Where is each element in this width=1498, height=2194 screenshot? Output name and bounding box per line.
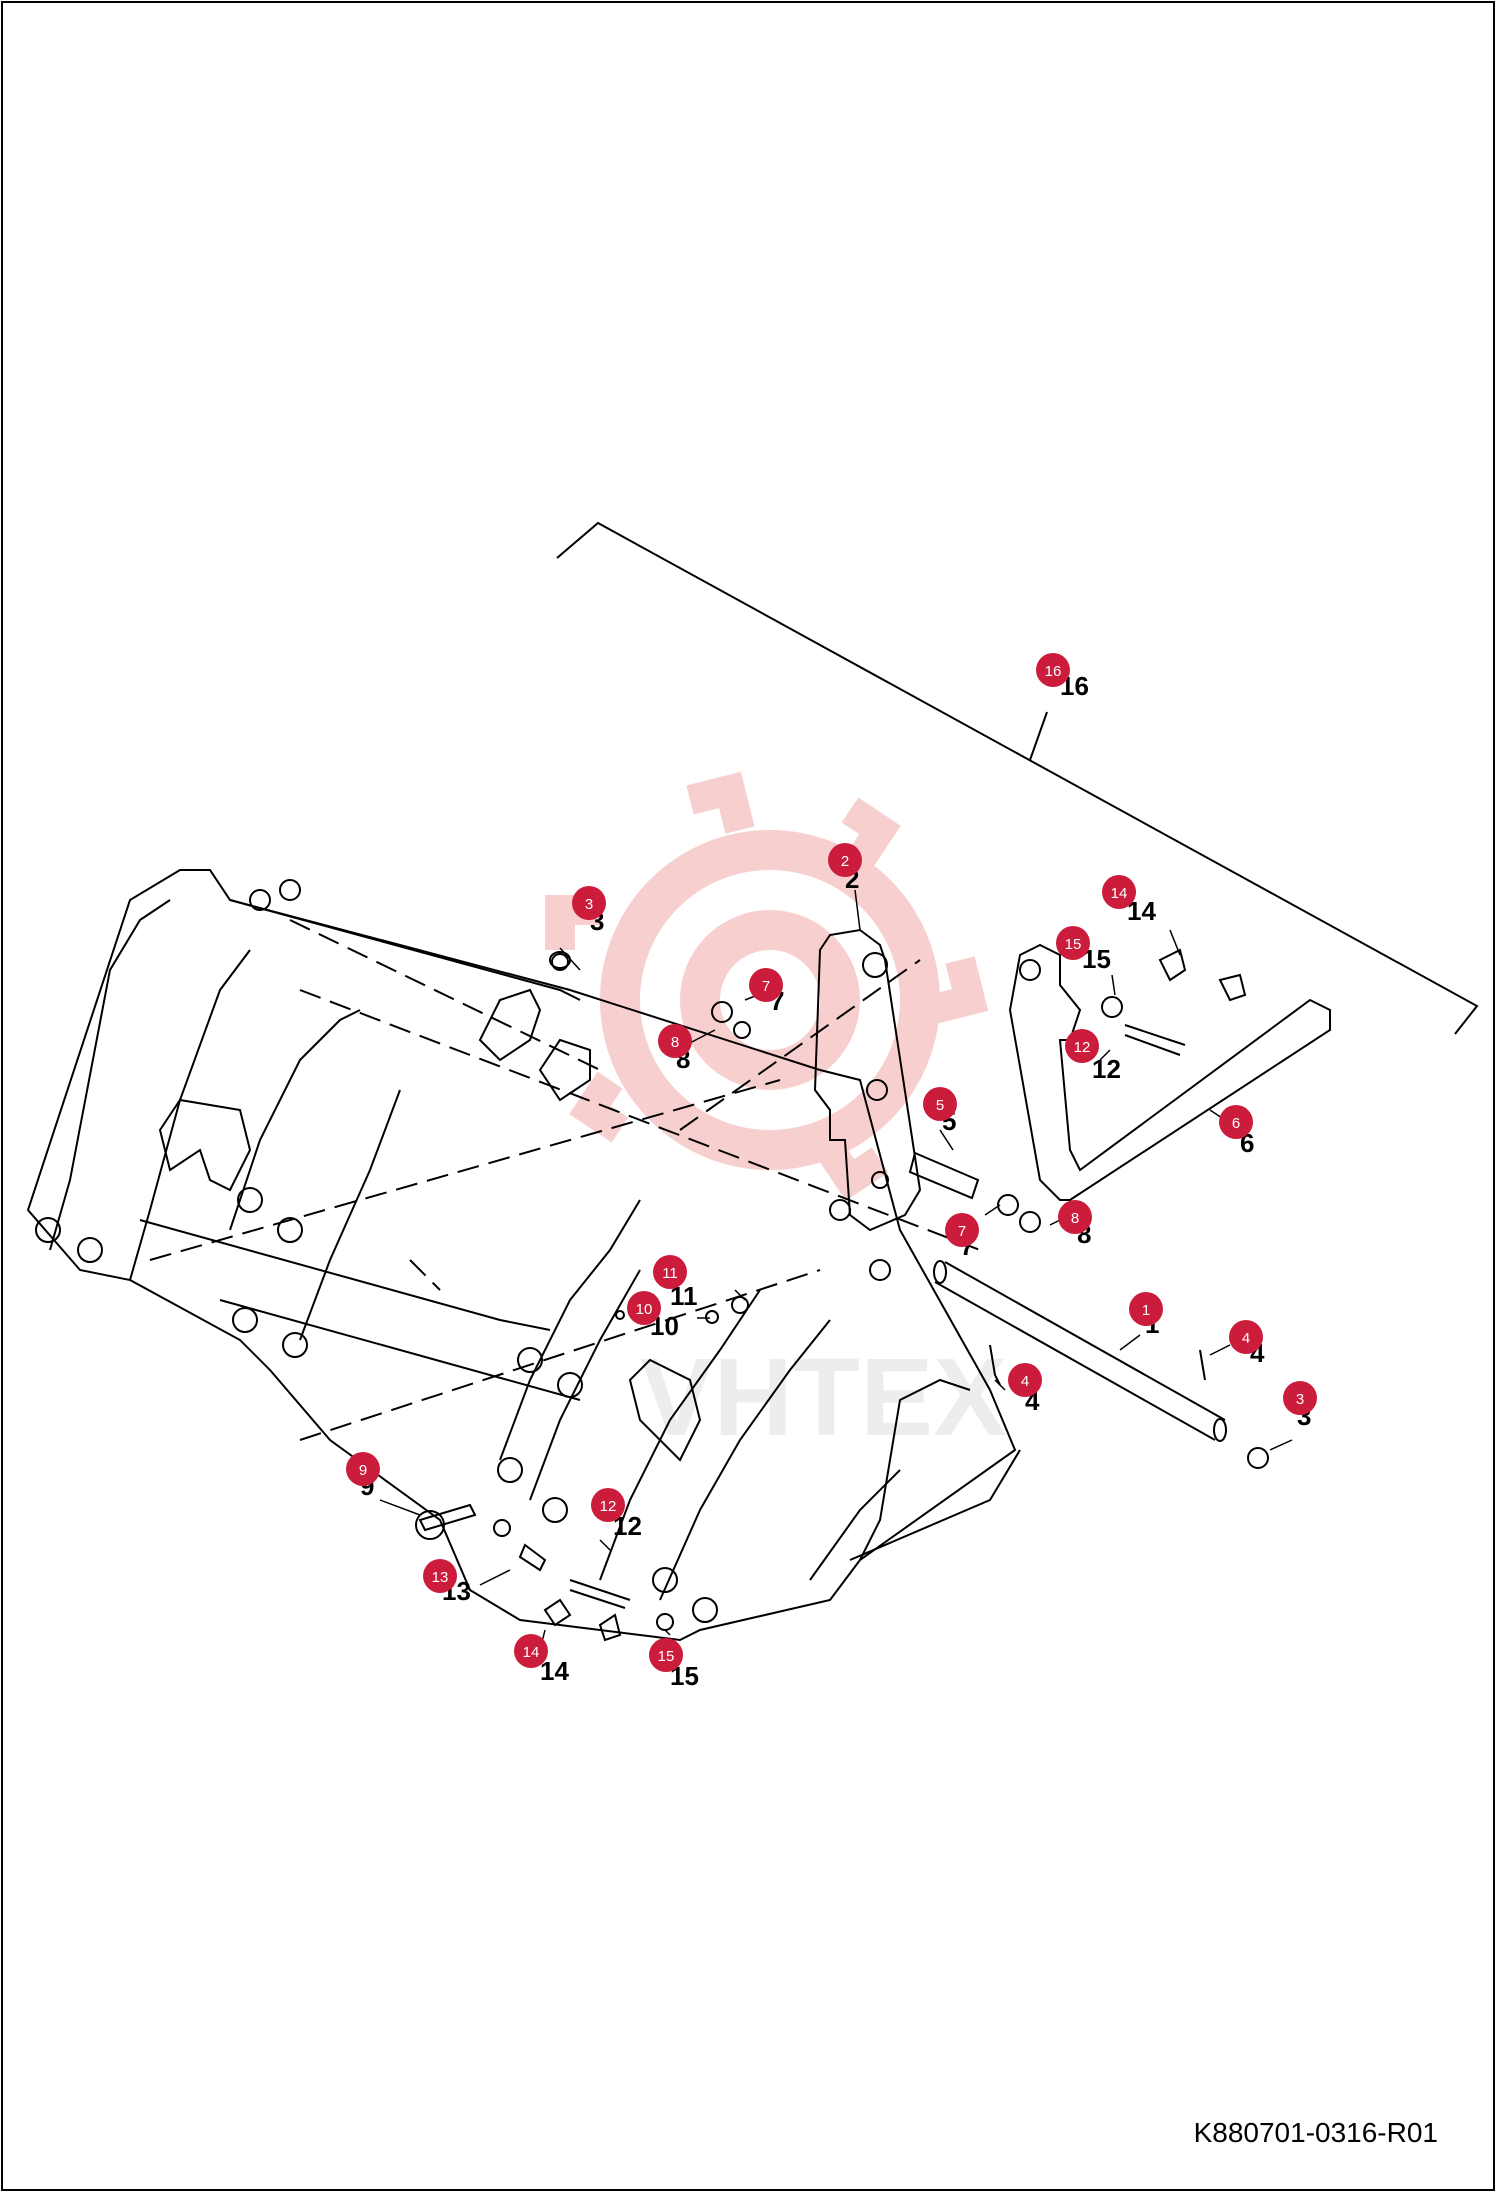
callout-bubble[interactable]: 8 [1058, 1200, 1092, 1234]
svg-text:15: 15 [1065, 936, 1082, 953]
callout-bubble[interactable]: 3 [1283, 1381, 1317, 1415]
svg-text:4: 4 [1242, 1330, 1250, 1347]
callout-bubble[interactable]: 7 [945, 1213, 979, 1247]
callout-bubble[interactable]: 7 [749, 968, 783, 1002]
callout-bubble[interactable]: 14 [1102, 875, 1136, 909]
drawing-reference-code: K880701-0316-R01 [1194, 2117, 1438, 2148]
part-fork-tine [1008, 943, 1331, 1201]
assembly-bracket [556, 521, 1479, 1035]
svg-text:15: 15 [658, 1648, 675, 1665]
svg-text:3: 3 [585, 896, 593, 913]
callout-bubbles: 16 2 3 14 15 7 8 12 6 5 7 8 11 10 1 4 4 … [346, 653, 1317, 1672]
loader-bucket [26, 869, 1021, 1642]
callout-bubble[interactable]: 16 [1036, 653, 1070, 687]
ref-number: 12 [1092, 1054, 1121, 1084]
part-link-arm [813, 928, 922, 1232]
callout-bubble[interactable]: 2 [828, 843, 862, 877]
watermark-text: VHTEX [640, 1336, 1007, 1459]
svg-text:12: 12 [600, 1498, 617, 1515]
assembly-centerlines [149, 919, 981, 1441]
svg-text:8: 8 [1071, 1210, 1079, 1227]
callout-bubble[interactable]: 5 [923, 1087, 957, 1121]
watermark-gear-logo [545, 771, 989, 1201]
svg-text:13: 13 [432, 1569, 449, 1586]
callout-bubble[interactable]: 3 [572, 886, 606, 920]
callout-bubble[interactable]: 14 [514, 1634, 548, 1668]
callout-bubble[interactable]: 4 [1229, 1320, 1263, 1354]
svg-text:5: 5 [936, 1097, 944, 1114]
callout-bubble[interactable]: 11 [653, 1255, 687, 1289]
svg-text:7: 7 [958, 1223, 966, 1240]
part-clevis-brackets [478, 951, 591, 1102]
callout-bubble[interactable]: 9 [346, 1452, 380, 1486]
callout-bubble[interactable]: 4 [1008, 1363, 1042, 1397]
callout-bubble[interactable]: 8 [658, 1024, 692, 1058]
svg-text:11: 11 [662, 1265, 678, 1282]
callout-bubble[interactable]: 12 [1065, 1029, 1099, 1063]
svg-text:4: 4 [1021, 1373, 1029, 1390]
part-hardware [415, 948, 1269, 1642]
svg-text:12: 12 [1074, 1039, 1091, 1056]
ref-number: 14 [540, 1656, 569, 1686]
callout-bubble[interactable]: 15 [1056, 926, 1090, 960]
svg-text:6: 6 [1232, 1115, 1240, 1132]
svg-text:1: 1 [1142, 1302, 1150, 1319]
callout-bubble[interactable]: 13 [423, 1559, 457, 1593]
svg-text:2: 2 [841, 853, 849, 870]
callout-bubble[interactable]: 1 [1129, 1292, 1163, 1326]
svg-text:16: 16 [1045, 663, 1062, 680]
callout-bubble[interactable]: 15 [649, 1638, 683, 1672]
svg-text:9: 9 [359, 1462, 367, 1479]
part-sleeve [908, 1151, 980, 1200]
svg-text:7: 7 [762, 978, 770, 995]
svg-text:14: 14 [1111, 885, 1128, 902]
svg-text:8: 8 [671, 1034, 679, 1051]
callout-bubble[interactable]: 6 [1219, 1105, 1253, 1139]
callout-bubble[interactable]: 10 [627, 1291, 661, 1325]
leader-lines [379, 889, 1293, 1651]
callout-bubble[interactable]: 12 [591, 1488, 625, 1522]
svg-text:14: 14 [523, 1644, 540, 1661]
svg-text:3: 3 [1296, 1391, 1304, 1408]
svg-text:10: 10 [636, 1301, 653, 1318]
part-long-pin [933, 1260, 1227, 1442]
